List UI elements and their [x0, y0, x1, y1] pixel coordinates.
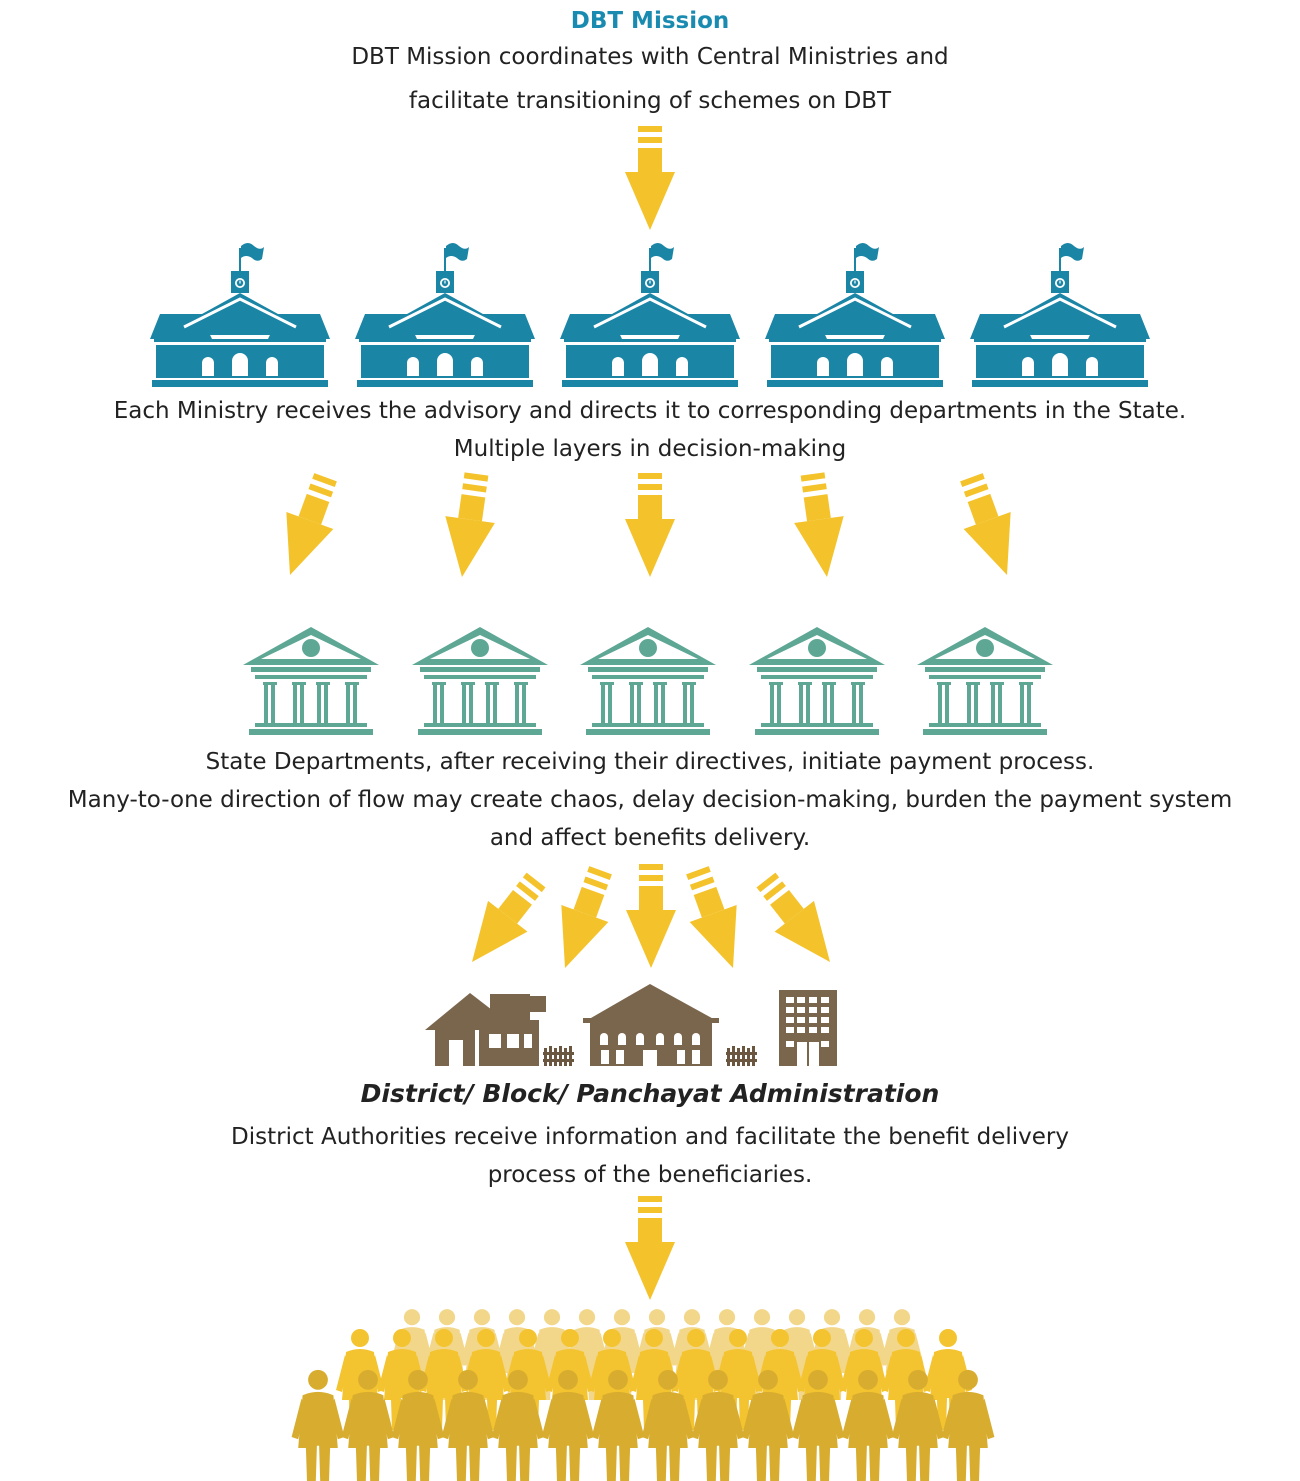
arrow-down-left — [947, 468, 1031, 584]
arrow-mission-to-ministries — [625, 126, 675, 230]
ministry-icon — [968, 241, 1152, 389]
ministry-icon — [558, 241, 742, 389]
ministry-icon — [763, 241, 947, 389]
mission-title: DBT Mission — [570, 8, 730, 34]
ministries-description-line1: Each Ministry receives the advisory and … — [113, 398, 1187, 424]
department-icon — [412, 627, 548, 735]
arrow-down-right — [541, 861, 625, 977]
arrow-down-left — [673, 861, 757, 977]
mission-description-line1: DBT Mission coordinates with Central Min… — [351, 44, 949, 70]
department-icon — [749, 627, 885, 735]
arrow-administration-to-beneficiaries — [625, 1196, 675, 1300]
arrow-down-right — [452, 864, 556, 978]
arrow-down-right — [437, 470, 502, 581]
arrow-down-left — [787, 470, 852, 581]
department-buildings — [243, 627, 1053, 735]
mission-description-line2: facilitate transitioning of schemes on D… — [408, 88, 892, 114]
department-icon — [917, 627, 1053, 735]
department-icon — [243, 627, 379, 735]
arrow-down-left — [746, 864, 850, 978]
ministry-buildings — [148, 241, 1152, 389]
beneficiaries-crowd — [291, 1309, 995, 1481]
fence-icon — [726, 1046, 757, 1066]
departments-description-line1: State Departments, after receiving their… — [205, 749, 1095, 775]
arrow-down — [625, 473, 675, 577]
fence-icon — [543, 1046, 574, 1066]
administration-title: District/ Block/ Panchayat Administratio… — [360, 1079, 940, 1108]
arrow-down — [626, 864, 676, 968]
administration-buildings — [425, 984, 837, 1066]
administration-description-line2: process of the beneficiaries. — [487, 1162, 813, 1188]
panchayat-office-icon — [779, 990, 837, 1066]
ministry-icon — [353, 241, 537, 389]
ministry-icon — [148, 241, 332, 389]
administration-description-line1: District Authorities receive information… — [231, 1124, 1069, 1150]
district-house-icon — [425, 993, 546, 1066]
ministries-description-line2: Multiple layers in decision-making — [453, 436, 847, 462]
arrows-ministries-to-departments — [266, 468, 1031, 584]
departments-description-line3: and affect benefits delivery. — [489, 825, 811, 851]
block-building-icon — [583, 984, 719, 1066]
departments-description-line2: Many-to-one direction of flow may create… — [67, 787, 1233, 813]
arrows-departments-to-administration — [452, 861, 850, 978]
arrow-down-right — [266, 468, 350, 584]
department-icon — [580, 627, 716, 735]
